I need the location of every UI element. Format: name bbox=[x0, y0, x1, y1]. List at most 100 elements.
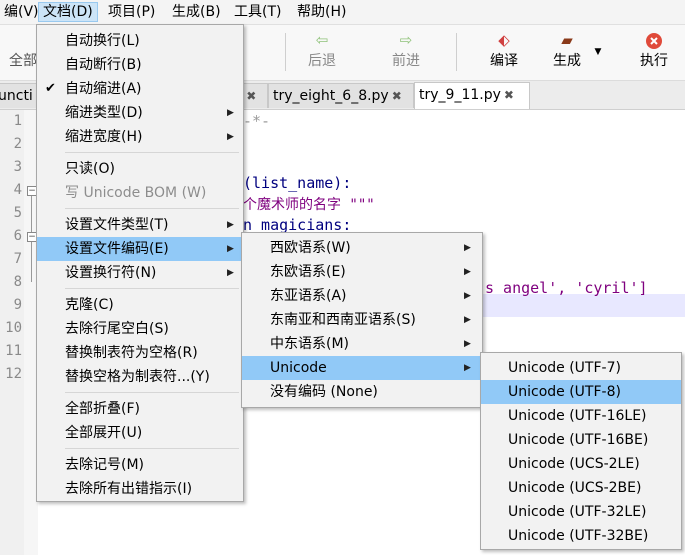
submenu-arrow-icon: ▶ bbox=[227, 244, 234, 254]
encoding-submenu: 西欧语系(W) ▶ 东欧语系(E) ▶ 东亚语系(A) ▶ 东南亚和西南亚语系(… bbox=[241, 232, 483, 408]
all-label: 全部 bbox=[9, 53, 37, 69]
menu-item-indent-width[interactable]: 缩进宽度(H) ▶ bbox=[37, 125, 243, 149]
menu-item-label: Unicode (UTF-32BE) bbox=[508, 528, 649, 544]
menu-item-set-filetype[interactable]: 设置文件类型(T) ▶ bbox=[37, 213, 243, 237]
menu-item-label: 克隆(C) bbox=[65, 297, 114, 313]
menu-separator bbox=[65, 392, 239, 393]
submenu-arrow-icon: ▶ bbox=[227, 108, 234, 118]
menu-item-label: 去除所有出错指示(I) bbox=[65, 481, 193, 497]
menu-item-utf-7[interactable]: Unicode (UTF-7) bbox=[481, 356, 681, 380]
all-button[interactable]: 全部 bbox=[6, 25, 40, 80]
menu-item-label: 去除行尾空白(S) bbox=[65, 321, 169, 337]
menu-item-label: 西欧语系(W) bbox=[270, 240, 351, 256]
menu-item-set-encoding[interactable]: 设置文件编码(E) ▶ bbox=[37, 237, 243, 261]
menu-item-label: 缩进类型(D) bbox=[65, 105, 143, 121]
line-number: 2 bbox=[13, 136, 22, 152]
menu-item-label: 自动缩进(A) bbox=[65, 81, 142, 97]
menu-item-ucs-2le[interactable]: Unicode (UCS-2LE) bbox=[481, 452, 681, 476]
line-number: 12 bbox=[5, 366, 22, 382]
line-number: 3 bbox=[13, 159, 22, 175]
tab-label: uncti bbox=[0, 88, 33, 104]
menu-document[interactable]: 文档(D) bbox=[38, 2, 98, 22]
menu-item-clone[interactable]: 克隆(C) bbox=[37, 293, 243, 317]
submenu-arrow-icon: ▶ bbox=[464, 363, 471, 373]
toolbar-separator bbox=[285, 33, 286, 71]
menu-item-label: 没有编码 (None) bbox=[270, 384, 378, 400]
menu-item-remove-error-indicators[interactable]: 去除所有出错指示(I) bbox=[37, 477, 243, 501]
menu-item-no-encoding[interactable]: 没有编码 (None) bbox=[242, 380, 482, 404]
menu-item-western-european[interactable]: 西欧语系(W) ▶ bbox=[242, 236, 482, 260]
menu-item-set-line-ending[interactable]: 设置换行符(N) ▶ bbox=[37, 261, 243, 285]
menu-item-write-unicode-bom: 写 Unicode BOM (W) bbox=[37, 181, 243, 205]
menu-item-label: 自动断行(B) bbox=[65, 57, 142, 73]
code-list-literal: s angel', 'cyril'] bbox=[485, 279, 648, 297]
back-label: 后退 bbox=[308, 53, 336, 69]
check-icon: ✔ bbox=[45, 81, 56, 96]
caret-down-icon: ▼ bbox=[594, 47, 602, 57]
build-dropdown-button[interactable]: ▼ bbox=[591, 25, 605, 80]
compile-icon: ⬖ bbox=[498, 31, 510, 49]
menu-item-utf-16le[interactable]: Unicode (UTF-16LE) bbox=[481, 404, 681, 428]
menu-item-middle-eastern[interactable]: 中东语系(M) ▶ bbox=[242, 332, 482, 356]
tab-try-9-11[interactable]: try_9_11.py✖ bbox=[414, 82, 530, 109]
menu-edit[interactable]: 编(V) bbox=[4, 4, 39, 20]
build-button[interactable]: ▰ 生成 bbox=[543, 25, 591, 80]
line-number: 11 bbox=[5, 343, 22, 359]
back-button[interactable]: ⇦ 后退 bbox=[298, 25, 346, 80]
menu-item-unfold-all[interactable]: 全部展开(U) bbox=[37, 421, 243, 445]
menu-separator bbox=[65, 288, 239, 289]
code-comment: -*- bbox=[243, 112, 271, 130]
menu-item-indent-type[interactable]: 缩进类型(D) ▶ bbox=[37, 101, 243, 125]
tab-label: try_eight_6_8.py bbox=[273, 88, 389, 104]
line-number: 8 bbox=[13, 274, 22, 290]
menu-help[interactable]: 帮助(H) bbox=[297, 4, 347, 20]
menu-item-label: Unicode bbox=[270, 360, 327, 376]
menu-item-southeast-asian[interactable]: 东南亚和西南亚语系(S) ▶ bbox=[242, 308, 482, 332]
close-icon[interactable]: ✖ bbox=[246, 89, 257, 103]
line-number: 4 bbox=[13, 182, 22, 198]
menu-build[interactable]: 生成(B) bbox=[172, 4, 221, 20]
menu-item-word-wrap[interactable]: 自动换行(L) bbox=[37, 29, 243, 53]
menu-item-line-break[interactable]: 自动断行(B) bbox=[37, 53, 243, 77]
tab-label: try_9_11.py bbox=[419, 87, 501, 103]
menu-tools[interactable]: 工具(T) bbox=[234, 4, 282, 20]
close-icon[interactable]: ✖ bbox=[503, 88, 514, 102]
menu-item-utf-32be[interactable]: Unicode (UTF-32BE) bbox=[481, 524, 681, 548]
menu-item-spaces-to-tabs[interactable]: 替换空格为制表符...(Y) bbox=[37, 365, 243, 389]
line-number: 10 bbox=[5, 320, 22, 336]
run-button[interactable]: 执行 bbox=[630, 25, 678, 80]
submenu-arrow-icon: ▶ bbox=[227, 268, 234, 278]
menu-item-read-only[interactable]: 只读(O) bbox=[37, 157, 243, 181]
menu-item-label: 自动换行(L) bbox=[65, 33, 140, 49]
run-label: 执行 bbox=[640, 53, 668, 69]
menu-item-utf-16be[interactable]: Unicode (UTF-16BE) bbox=[481, 428, 681, 452]
fold-margin bbox=[24, 110, 38, 555]
menu-item-utf-8[interactable]: Unicode (UTF-8) bbox=[481, 380, 681, 404]
menu-separator bbox=[65, 448, 239, 449]
menu-item-fold-all[interactable]: 全部折叠(F) bbox=[37, 397, 243, 421]
menu-project[interactable]: 项目(P) bbox=[108, 4, 156, 20]
menu-item-east-asian[interactable]: 东亚语系(A) ▶ bbox=[242, 284, 482, 308]
submenu-arrow-icon: ▶ bbox=[464, 315, 471, 325]
tab-uncti[interactable]: uncti bbox=[0, 83, 38, 108]
menu-item-label: 缩进宽度(H) bbox=[65, 129, 143, 145]
forward-button[interactable]: ⇨ 前进 bbox=[382, 25, 430, 80]
compile-button[interactable]: ⬖ 编译 bbox=[480, 25, 528, 80]
tab-try-eight-6-8[interactable]: try_eight_6_8.py✖ bbox=[268, 83, 414, 108]
submenu-arrow-icon: ▶ bbox=[464, 243, 471, 253]
run-stop-icon bbox=[630, 29, 678, 51]
menu-item-unicode[interactable]: Unicode ▶ bbox=[242, 356, 482, 380]
menu-item-ucs-2be[interactable]: Unicode (UCS-2BE) bbox=[481, 476, 681, 500]
menu-item-auto-indent[interactable]: ✔ 自动缩进(A) bbox=[37, 77, 243, 101]
menu-item-utf-32le[interactable]: Unicode (UTF-32LE) bbox=[481, 500, 681, 524]
line-number: 6 bbox=[13, 228, 22, 244]
menu-item-tabs-to-spaces[interactable]: 替换制表符为空格(R) bbox=[37, 341, 243, 365]
toolbar-separator bbox=[456, 33, 457, 71]
menu-item-eastern-european[interactable]: 东欧语系(E) ▶ bbox=[242, 260, 482, 284]
menu-item-strip-trailing[interactable]: 去除行尾空白(S) bbox=[37, 317, 243, 341]
close-icon[interactable]: ✖ bbox=[391, 89, 402, 103]
menu-item-label: 写 Unicode BOM (W) bbox=[65, 185, 207, 201]
menu-item-label: 替换空格为制表符...(Y) bbox=[65, 369, 210, 385]
menu-item-remove-markers[interactable]: 去除记号(M) bbox=[37, 453, 243, 477]
submenu-arrow-icon: ▶ bbox=[227, 220, 234, 230]
